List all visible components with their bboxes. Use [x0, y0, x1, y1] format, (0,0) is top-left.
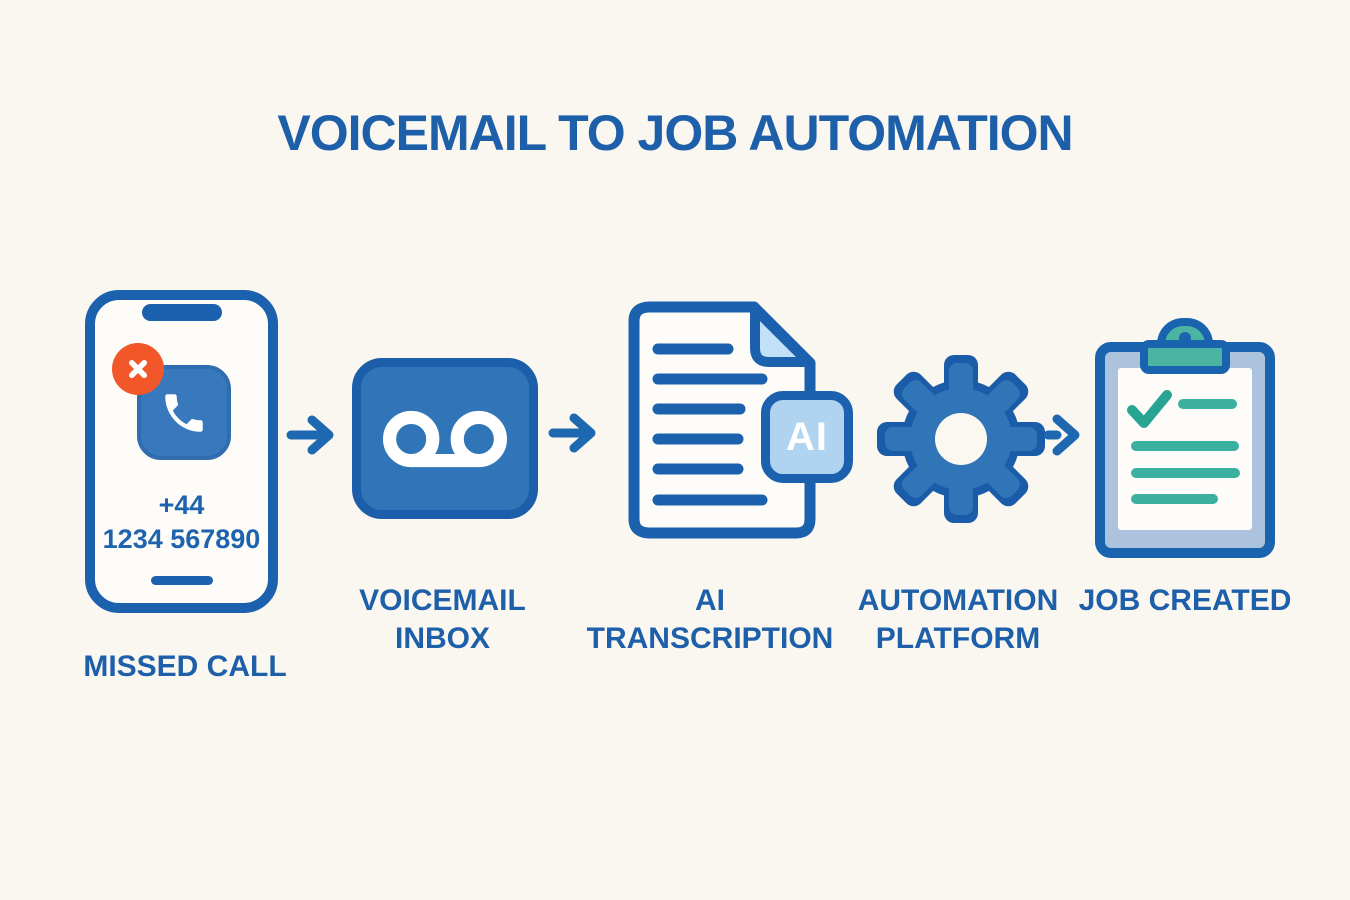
missed-call-x-icon	[112, 343, 164, 395]
arrow-right-icon	[286, 415, 334, 455]
caller-country-code: +44	[158, 490, 205, 520]
step-label-job-created: JOB CREATED	[1078, 584, 1292, 617]
gear-icon	[877, 355, 1045, 523]
document-icon	[628, 301, 816, 539]
page-title: VOICEMAIL TO JOB AUTOMATION	[277, 105, 1073, 161]
ai-badge: AI	[761, 391, 853, 483]
checkmark-icon	[1127, 390, 1240, 504]
arrow-right-icon	[1044, 414, 1080, 456]
clipboard-icon	[1093, 316, 1277, 562]
step-label-ai-transcription: AI TRANSCRIPTION	[586, 584, 834, 655]
phone-notch	[141, 304, 222, 321]
caller-digits: 1234 567890	[102, 524, 261, 554]
smartphone-icon: +44 1234 567890	[85, 290, 278, 613]
voicemail-icon	[352, 358, 538, 519]
clipboard-clip-tab	[1140, 340, 1230, 374]
arrow-right-icon	[548, 413, 596, 453]
caller-number: +44 1234 567890	[95, 488, 268, 556]
step-label-automation-platform: AUTOMATION PLATFORM	[857, 584, 1059, 655]
step-label-voicemail-inbox: VOICEMAIL INBOX	[359, 584, 526, 655]
phone-home-bar	[150, 576, 213, 585]
phone-handset-icon	[137, 365, 231, 460]
clipboard-clip-hole	[1179, 332, 1191, 344]
step-label-missed-call: MISSED CALL	[83, 650, 287, 683]
